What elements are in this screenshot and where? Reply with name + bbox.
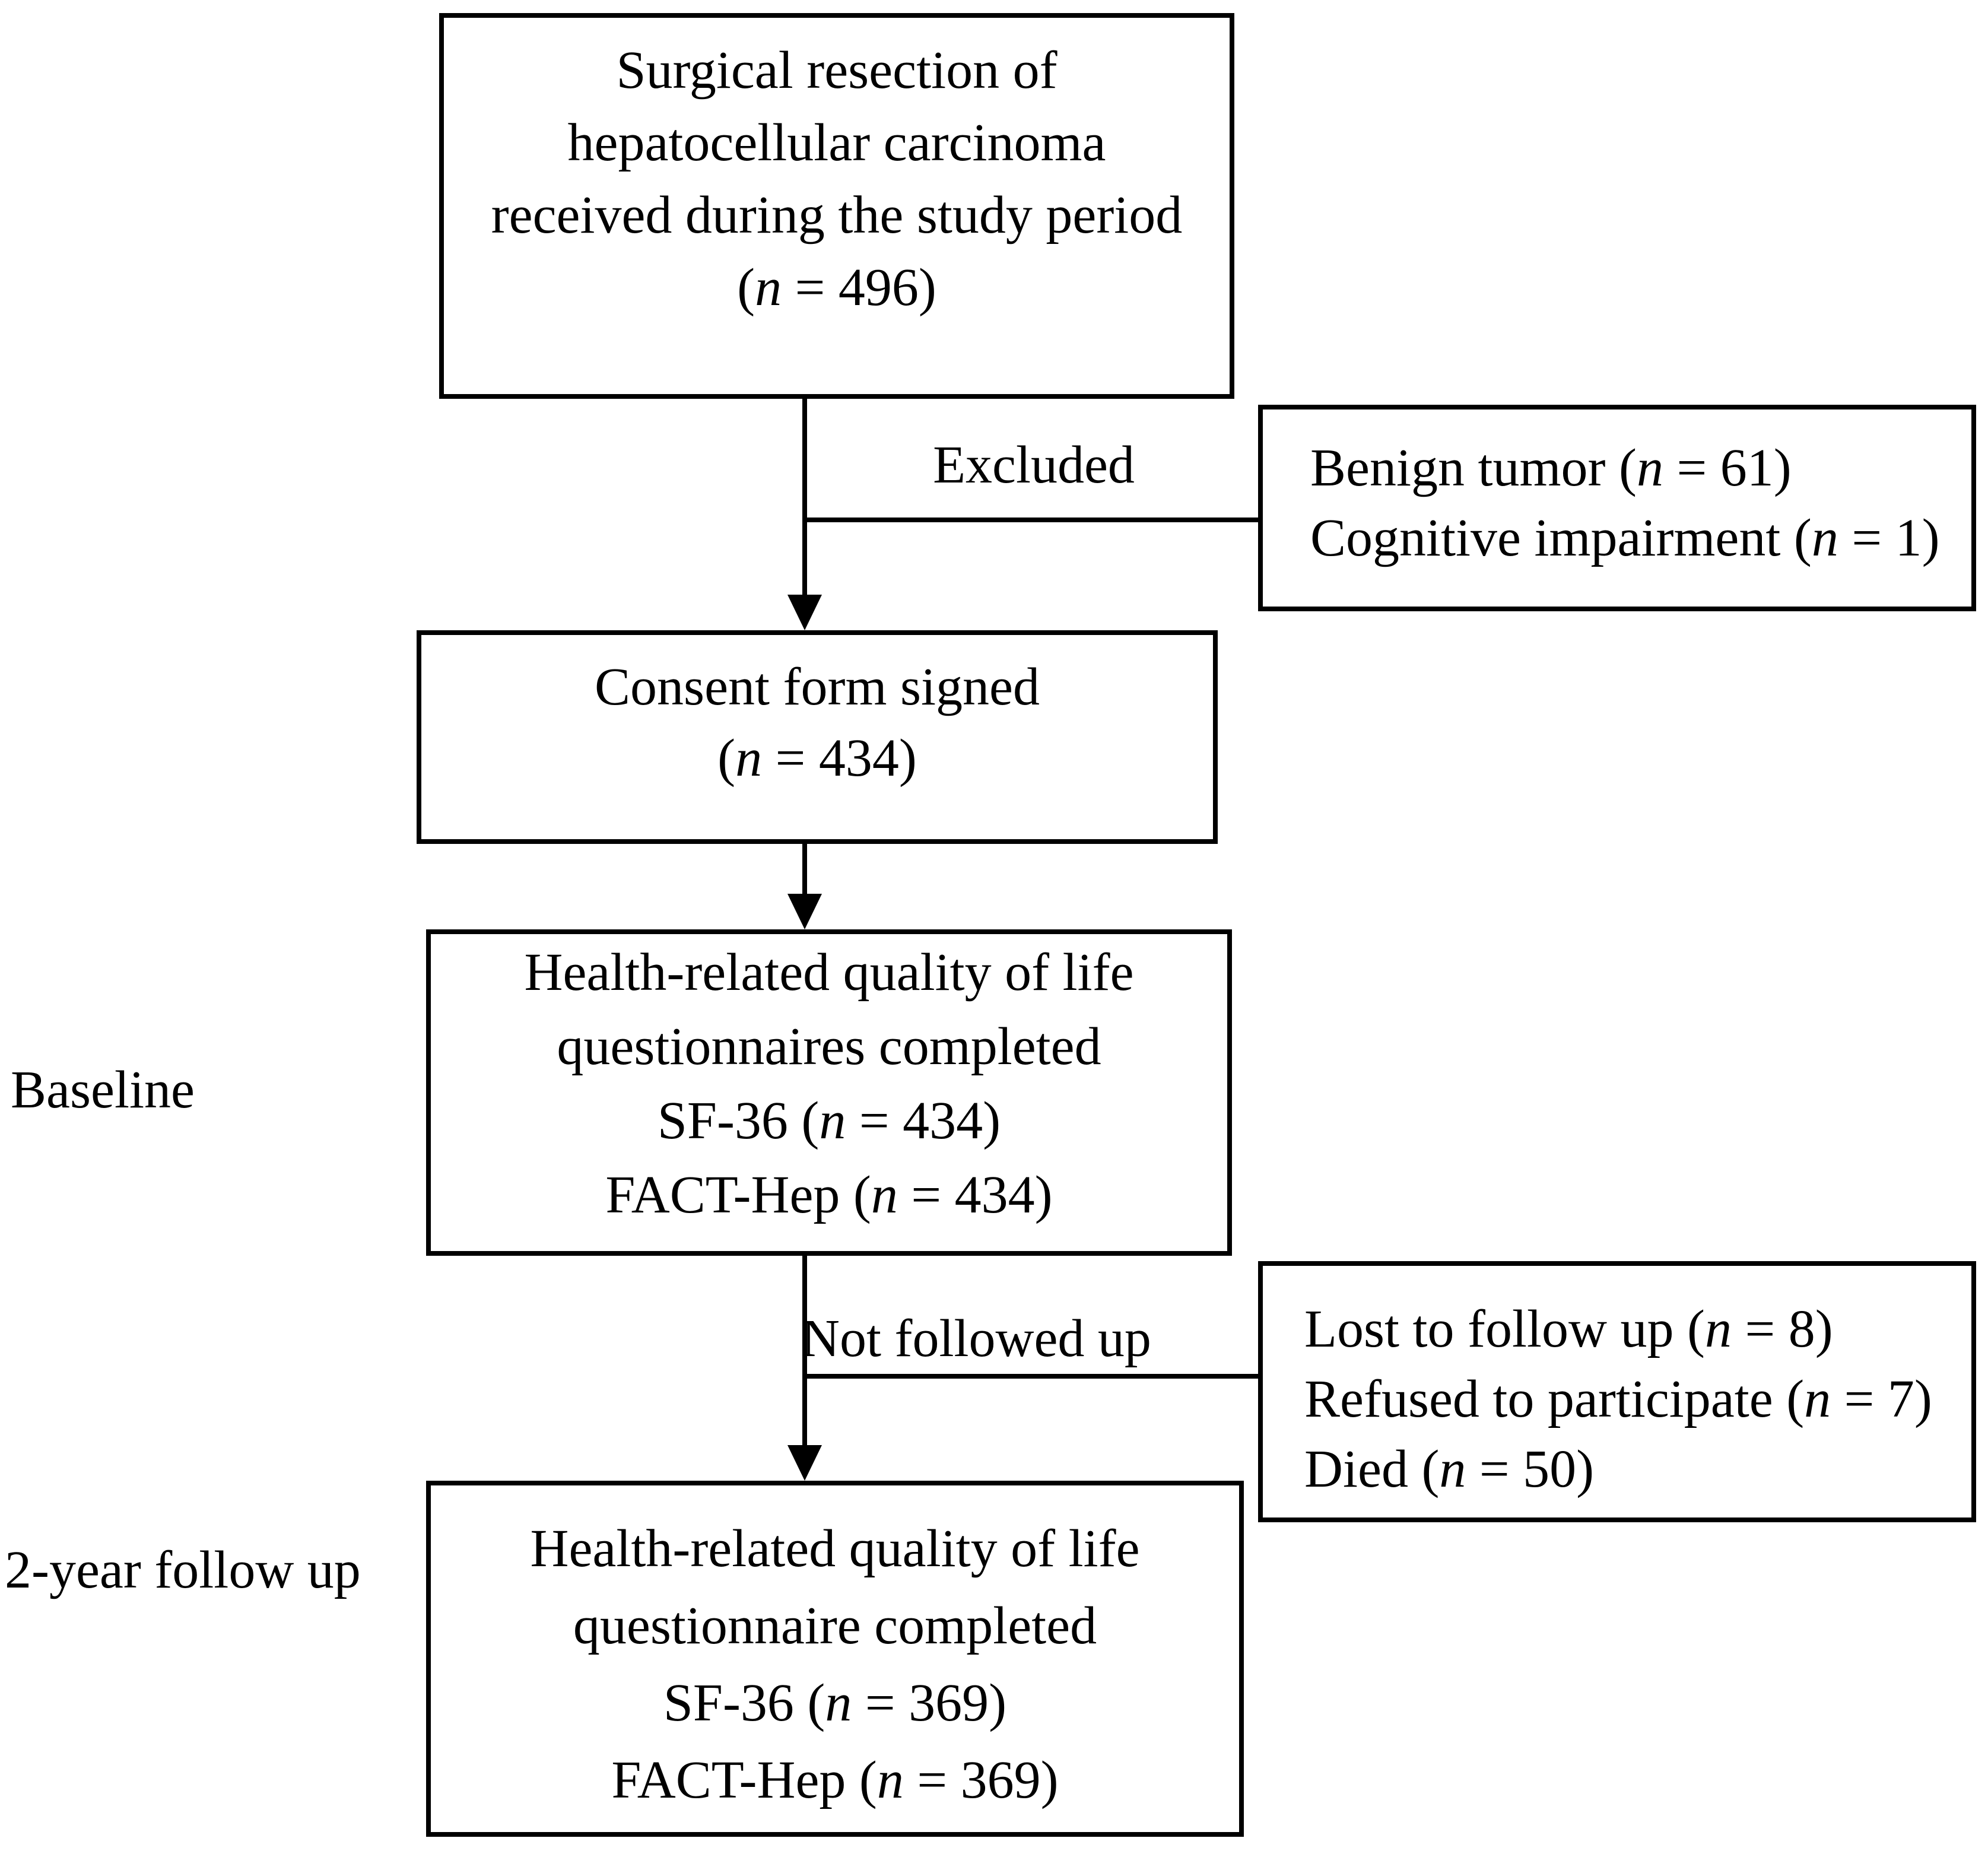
box-line: Consent form signed [595,658,1040,716]
box-excluded-reasons: Benign tumor (n = 61) Cognitive impairme… [1258,405,1976,611]
box-line: Health-related quality of life [524,943,1134,1002]
box-followup-hrqol: Health-related quality of life questionn… [426,1481,1244,1837]
box-line: Refused to participate (n = 7) [1304,1370,1932,1428]
branch-label-not-followed-up: Not followed up [801,1309,1151,1368]
box-line: (n = 434) [717,729,917,788]
box-line: Benign tumor (n = 61) [1310,439,1792,497]
stage-label-two-year-follow-up: 2-year follow up [5,1541,361,1599]
box-line: Lost to follow up (n = 8) [1304,1300,1833,1358]
box-surgical-resection: Surgical resection of hepatocellular car… [439,13,1234,399]
connector-line-notfollowed-branch [805,1374,1258,1379]
box-line: questionnaire completed [573,1596,1097,1655]
arrowhead-down-icon [787,1445,822,1481]
box-line: FACT-Hep (n = 434) [605,1166,1053,1224]
connector-line-top-to-consent [802,399,807,601]
box-line: received during the study period [491,186,1183,245]
box-line: Health-related quality of life [530,1519,1140,1578]
box-line: FACT-Hep (n = 369) [611,1751,1059,1809]
arrowhead-down-icon [787,595,822,630]
arrowhead-down-icon [787,894,822,929]
box-not-followed-reasons: Lost to follow up (n = 8) Refused to par… [1258,1261,1976,1522]
box-line: SF-36 (n = 434) [657,1091,1001,1150]
branch-label-excluded: Excluded [933,436,1135,494]
connector-line-consent-to-baseline [802,844,807,899]
box-line: hepatocellular carcinoma [567,113,1106,172]
box-line: Died (n = 50) [1304,1440,1595,1499]
connector-line-baseline-to-followup [802,1256,807,1449]
box-line: Cognitive impairment (n = 1) [1310,509,1940,567]
stage-label-baseline: Baseline [11,1061,195,1119]
box-line: (n = 496) [737,258,936,317]
box-line: Surgical resection of [616,41,1057,100]
connector-line-excluded-branch [805,518,1258,522]
box-baseline-hrqol: Health-related quality of life questionn… [426,929,1232,1256]
box-line: SF-36 (n = 369) [663,1674,1007,1732]
box-consent-signed: Consent form signed (n = 434) [417,630,1218,844]
box-line: questionnaires completed [557,1017,1101,1076]
